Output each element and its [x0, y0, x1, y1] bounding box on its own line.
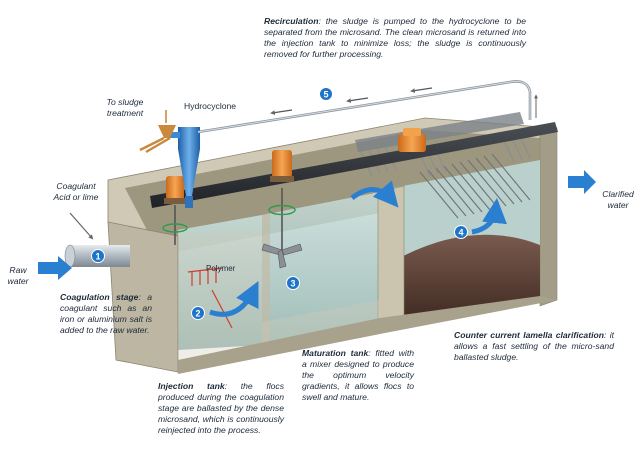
clarifier-up-arrow: [471, 198, 507, 235]
maturation-body: : fitted with a mixer designed to produc…: [302, 348, 414, 402]
coagulation-body: : a coagulant such as an iron or alumini…: [60, 292, 152, 335]
lamella-body: : it allows a fast settling of the micro…: [454, 330, 614, 362]
badge-4: 4: [454, 225, 468, 239]
lamella-title: Counter current lamella clarification: [454, 330, 604, 340]
clarified-water-arrow: [568, 170, 596, 194]
polymer-dosing-rack: [187, 267, 233, 329]
coagulant-feed-arrow: [69, 212, 94, 240]
badge-3-label: 3: [290, 279, 295, 289]
polymer-label: Polymer: [206, 264, 236, 273]
mixer-shafts: [174, 188, 283, 250]
coagulation-note: Coagulation stage: a coagulant such as a…: [60, 292, 152, 336]
coagulant-label: Coagulant Acid or lime: [53, 181, 99, 202]
sludge-funnel: [139, 110, 176, 154]
maturation-title: Maturation tank: [302, 348, 369, 358]
maturation-mixer-impeller: [261, 243, 303, 269]
injection-note: Injection tank: the flocs produced durin…: [158, 381, 284, 436]
badge-1: 1: [91, 249, 105, 263]
badge-5-label: 5: [323, 90, 328, 100]
rotation-rings: [162, 204, 296, 233]
badge-3: 3: [286, 276, 300, 290]
basin-right-wall: [539, 127, 558, 307]
motor-scraper: [398, 128, 426, 152]
badge-2: 2: [191, 306, 205, 320]
maturation-note: Maturation tank: fitted with a mixer des…: [302, 348, 414, 403]
injection-flow-arrow: [209, 281, 259, 317]
maturation-tank-water: [262, 190, 390, 345]
basin-front-edge: [178, 296, 557, 374]
raw-water-label: Raw water: [7, 265, 29, 286]
injection-body: : the flocs produced during the coagulat…: [158, 381, 285, 435]
clarifier-sludge: [392, 234, 540, 320]
recirculation-note: Recirculation: the sludge is pumped to t…: [264, 16, 526, 60]
hydrocyclone: [170, 127, 200, 208]
raw-water-arrow: [38, 256, 72, 280]
scraper-walkway: [355, 112, 524, 152]
sludge-treatment-label: To sludge treatment: [106, 97, 144, 118]
badge-2-label: 2: [195, 309, 200, 319]
flow-arrows: [38, 170, 596, 280]
hydrocyclone-label: Hydrocyclone: [184, 101, 237, 111]
badge-5: 5: [319, 87, 333, 101]
partition-wall-2: [377, 185, 405, 327]
injection-title: Injection tank: [158, 381, 225, 391]
maturation-over-arrow: [350, 180, 399, 208]
lamella-note: Counter current lamella clarification: i…: [454, 330, 614, 363]
bridge-beam: [150, 122, 558, 208]
badge-4-label: 4: [458, 228, 463, 238]
coagulation-title: Coagulation stage: [60, 292, 139, 302]
motor-maturation: [270, 150, 294, 182]
recirculation-flow-marks: [270, 87, 433, 115]
badge-1-label: 1: [95, 252, 100, 262]
recirculation-body: : the sludge is pumped to the hydrocyclo…: [264, 16, 526, 59]
recirculation-title: Recirculation: [264, 16, 319, 26]
motor-injection: [164, 176, 186, 204]
clarified-water-label: Clarified water: [602, 189, 634, 210]
